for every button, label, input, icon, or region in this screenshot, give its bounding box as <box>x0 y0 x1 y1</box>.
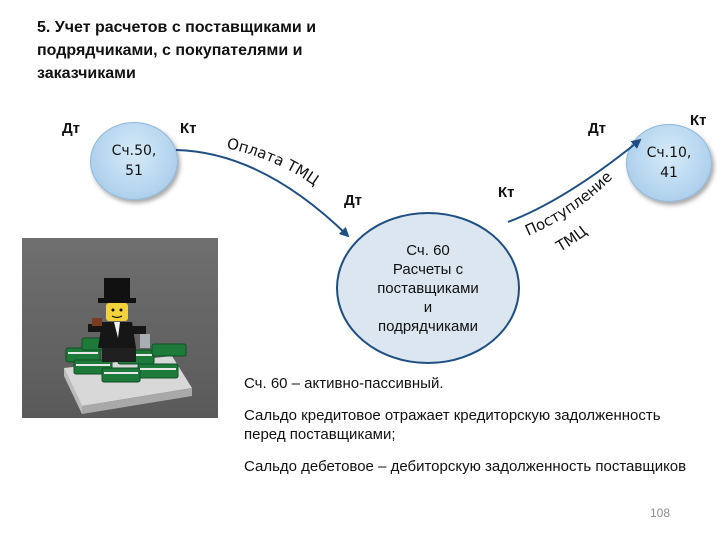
note-2: Сальдо кредитовое отражает кредиторскую … <box>244 406 694 444</box>
note-1: Сч. 60 – активно-пассивный. <box>244 374 694 393</box>
notes-block: Сч. 60 – активно-пассивный. Сальдо креди… <box>244 374 694 489</box>
center-node-line3: поставщиками <box>363 279 493 298</box>
center-node-account-60: Сч. 60 Расчеты с поставщиками и подрядчи… <box>336 212 520 364</box>
center-node-line4: и <box>363 298 493 317</box>
arrow-payment <box>176 150 348 236</box>
page-number: 108 <box>650 506 670 520</box>
lego-businessman-photo <box>22 238 218 418</box>
center-node-line2: Расчеты с <box>363 260 493 279</box>
edge-label-receipt-line2: ТМЦ <box>552 222 591 256</box>
center-node-line1: Сч. 60 <box>363 241 493 260</box>
edge-label-receipt-line1: Поступление <box>522 168 615 240</box>
note-3: Сальдо дебетовое – дебиторскую задолженн… <box>244 457 694 476</box>
center-node-line5: подрядчиками <box>363 317 493 336</box>
